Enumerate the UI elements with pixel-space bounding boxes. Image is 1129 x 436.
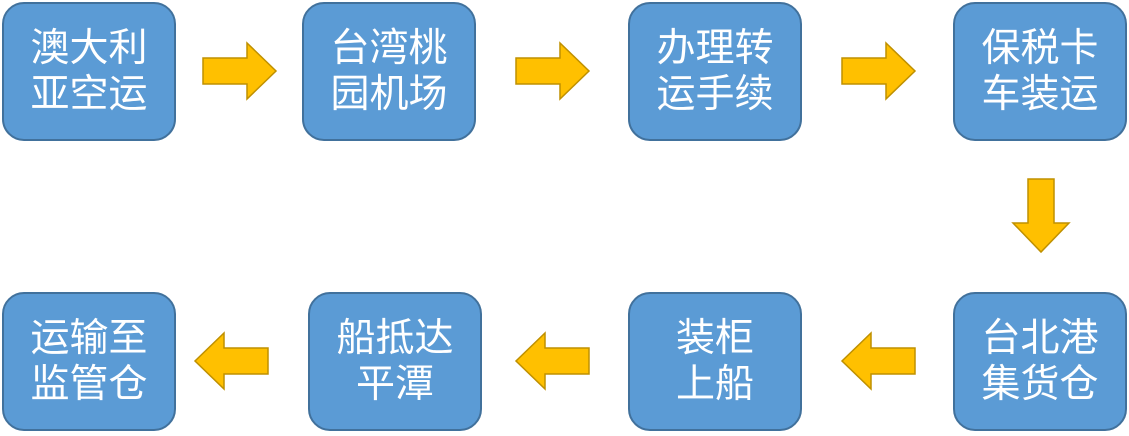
step-label-line: 台北港	[981, 315, 1099, 361]
step-label-line: 澳大利	[30, 25, 148, 71]
step-2-taoyuan-airport: 台湾桃 园机场	[302, 2, 476, 141]
step-label-line: 车装运	[981, 71, 1099, 117]
step-label-line: 运手续	[656, 71, 774, 117]
step-label-line: 监管仓	[30, 361, 148, 407]
step-label-line: 台湾桃	[330, 25, 448, 71]
step-1-australia-air-freight: 澳大利 亚空运	[2, 2, 176, 141]
step-label-line: 船抵达	[336, 315, 454, 361]
step-label-line: 亚空运	[30, 71, 148, 117]
arrow-right-icon	[202, 41, 278, 101]
step-label-line: 办理转	[656, 25, 774, 71]
step-5-taipei-port-warehouse: 台北港 集货仓	[953, 292, 1127, 431]
step-7-ship-to-pingtan: 船抵达 平潭	[308, 292, 482, 431]
step-label-line: 平潭	[355, 361, 434, 407]
step-label-line: 保税卡	[981, 25, 1099, 71]
arrow-left-icon	[840, 331, 916, 391]
step-8-monitored-warehouse: 运输至 监管仓	[2, 292, 176, 431]
arrow-right-icon	[515, 41, 591, 101]
arrow-right-icon	[841, 41, 917, 101]
step-4-bonded-truck: 保税卡 车装运	[953, 2, 1127, 141]
arrow-left-icon	[193, 331, 269, 391]
step-label-line: 园机场	[330, 71, 448, 117]
arrow-down-icon	[1011, 178, 1071, 254]
step-label-line: 上船	[675, 361, 754, 407]
step-3-transit-procedures: 办理转 运手续	[628, 2, 802, 141]
step-label-line: 运输至	[30, 315, 148, 361]
step-label-line: 装柜	[675, 315, 754, 361]
step-6-container-loading: 装柜 上船	[628, 292, 802, 431]
step-label-line: 集货仓	[981, 361, 1099, 407]
arrow-left-icon	[514, 331, 590, 391]
